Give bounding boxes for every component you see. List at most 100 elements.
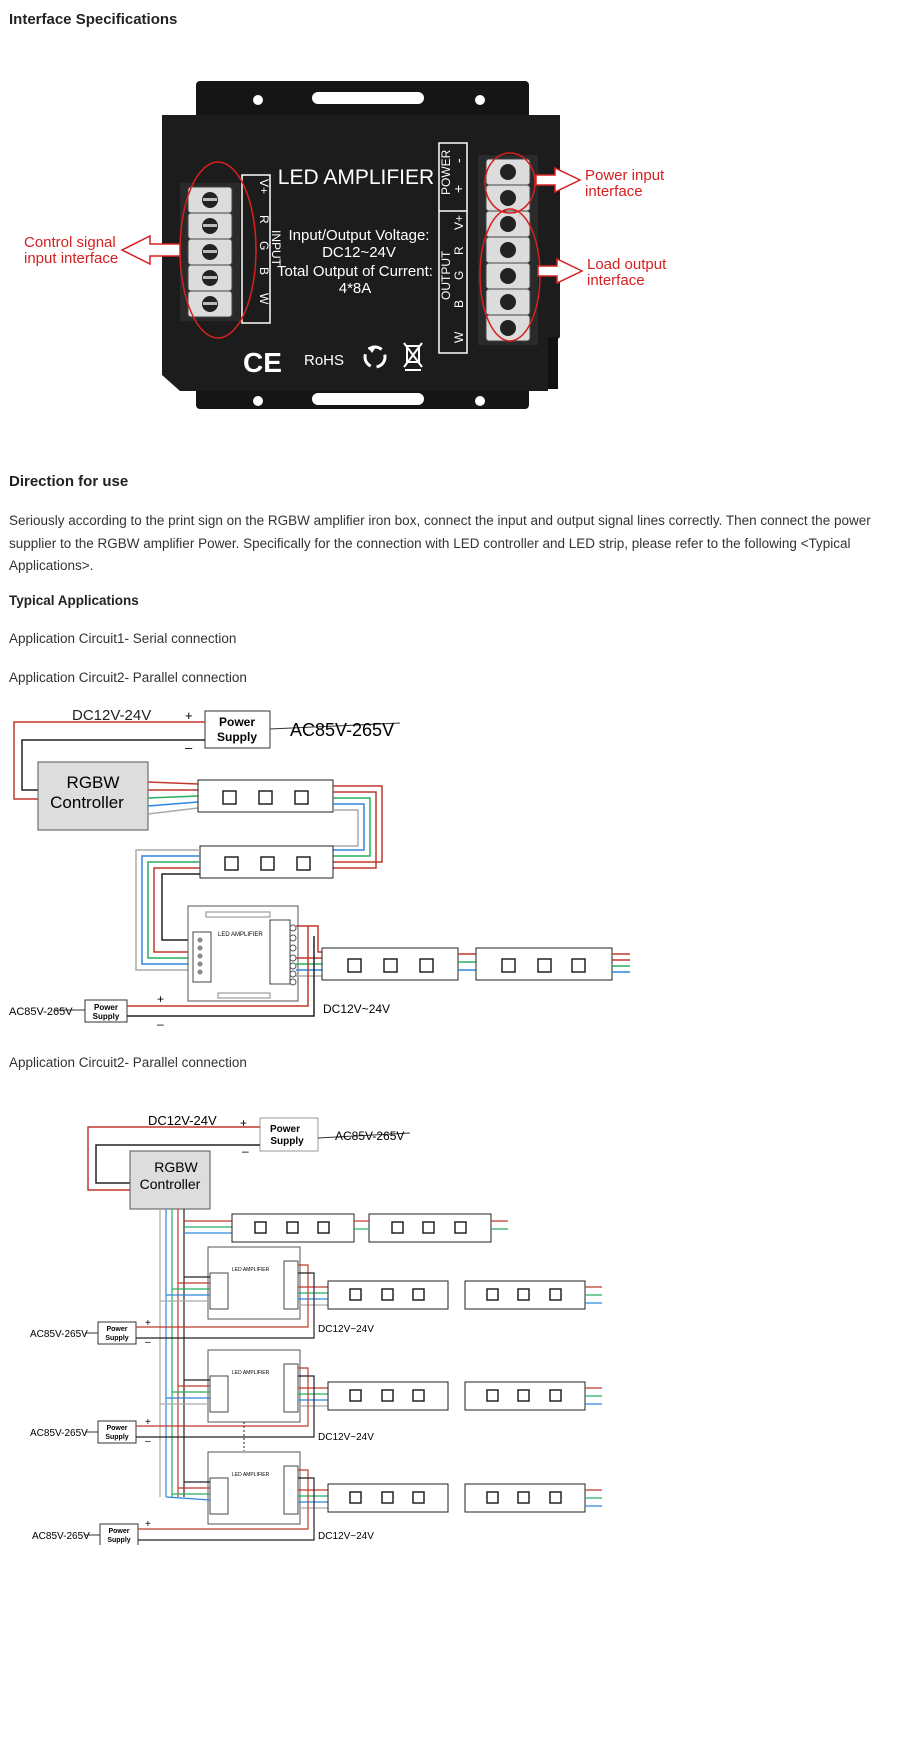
ac-voltage-label: AC85V-265V <box>290 720 394 740</box>
load-callout: Load output <box>587 256 667 273</box>
amplifier-row: LED AMPLIFIER AC85V-265V Power Supply DC… <box>32 1451 602 1545</box>
control-callout: Control signal <box>24 234 116 251</box>
recycle-icon <box>363 345 387 369</box>
plus-sign: + <box>145 1417 151 1428</box>
controller-label: Controller <box>50 793 124 812</box>
output-pin-label: R <box>452 246 466 255</box>
amplifier-label: LED AMPLIFIER <box>232 1267 270 1273</box>
load-arrow <box>537 257 584 285</box>
rgbw-controller <box>129 1150 211 1210</box>
product-spec-line: 4*8A <box>339 280 372 297</box>
product-spec-line: DC12~24V <box>322 244 396 261</box>
input-pin-label: W <box>257 293 271 305</box>
amplifier-label: LED AMPLIFIER <box>232 1472 270 1478</box>
serial-connection-diagram: DC12V-24V + – Power Supply AC85V-265V RG… <box>9 707 630 1031</box>
dc-voltage-label: DC12V~24V <box>318 1432 374 1443</box>
product-title: LED AMPLIFIER <box>278 166 434 189</box>
controller-label: Controller <box>140 1176 201 1192</box>
amplifier-box <box>207 1451 301 1525</box>
section-heading-direction: Direction for use <box>9 473 129 490</box>
output-pin-label: B <box>452 300 466 308</box>
mount-hole <box>253 95 263 105</box>
amplifier-box <box>207 1246 301 1320</box>
input-pin-label: V+ <box>257 179 271 194</box>
mount-hole <box>475 396 485 406</box>
circuit2-caption: Application Circuit2- Parallel connectio… <box>9 1055 247 1070</box>
power-supply-box <box>259 1117 319 1152</box>
power-group-label: POWER <box>439 149 453 195</box>
mount-slot <box>312 92 424 104</box>
product-photo: V+ R G B W INPUT LED AMPLIFIER Input/Out… <box>24 81 667 409</box>
dc-voltage-label: DC12V~24V <box>318 1324 374 1335</box>
minus-sign: – <box>157 1017 164 1031</box>
power-pin-label: + <box>450 185 466 193</box>
ac-voltage-label: AC85V-265V <box>30 1329 88 1340</box>
power-supply-label: Supply <box>217 730 257 744</box>
ac-voltage-label: AC85V-265V <box>32 1531 90 1542</box>
weee-bin-icon <box>403 342 423 371</box>
output-group-label: OUTPUT <box>439 250 453 300</box>
ac-voltage-label: AC85V-265V <box>335 1129 404 1143</box>
power-supply-box <box>97 1321 137 1345</box>
input-pin-label: G <box>257 241 271 250</box>
power-supply-label: Power <box>270 1124 300 1135</box>
plus-sign: + <box>240 1116 247 1130</box>
power-supply-box <box>97 1420 137 1444</box>
input-pin-label: R <box>257 215 271 224</box>
minus-sign: – <box>145 1337 151 1348</box>
output-pin-label: G <box>452 271 466 280</box>
control-callout: input interface <box>24 250 118 267</box>
power-supply-label: Power <box>94 1003 118 1012</box>
circuit2-caption: Application Circuit2- Parallel connectio… <box>9 670 247 685</box>
power-supply-label: Supply <box>105 1335 128 1342</box>
output-label-box <box>438 142 468 354</box>
load-callout: interface <box>587 272 645 289</box>
amplifier-row: LED AMPLIFIER AC85V-265V Power Supply DC… <box>30 1349 602 1447</box>
amplifier-body <box>162 115 560 391</box>
body-edge <box>548 337 558 389</box>
amplifier-label: LED AMPLIFIER <box>218 932 263 938</box>
product-spec-line: Input/Output Voltage: <box>289 227 430 244</box>
power-supply-label: Supply <box>93 1012 120 1021</box>
power-callout: Power input <box>585 167 665 184</box>
parallel-connection-diagram: DC12V-24V + – Power Supply AC85V-265V RG… <box>30 1113 602 1545</box>
section-heading-interface: Interface Specifications <box>9 11 178 28</box>
power-supply-box <box>84 999 128 1023</box>
input-label-box <box>241 174 271 324</box>
led-strip <box>464 1280 586 1310</box>
mount-hole <box>475 95 485 105</box>
amplifier-box <box>207 1349 301 1423</box>
power-supply-label: Power <box>106 1326 127 1333</box>
input-group-label: INPUT <box>269 230 283 267</box>
plus-sign: + <box>157 992 164 1006</box>
controller-label: RGBW <box>67 773 120 792</box>
mount-hole <box>253 396 263 406</box>
input-pin-label: B <box>257 267 271 275</box>
direction-paragraph: Seriously according to the print sign on… <box>9 513 871 573</box>
mount-slot <box>312 393 424 405</box>
plus-sign: + <box>145 1318 151 1329</box>
minus-sign: – <box>145 1436 151 1447</box>
power-supply-label: Supply <box>107 1537 130 1544</box>
minus-sign: – <box>242 1144 249 1158</box>
amplifier-box <box>187 905 299 1002</box>
plus-sign: + <box>185 708 193 723</box>
ce-mark: CE <box>243 347 282 378</box>
dc-voltage-label: DC12V-24V <box>72 707 151 724</box>
minus-sign: – <box>185 740 193 755</box>
dc-voltage-label: DC12V~24V <box>318 1531 374 1542</box>
power-supply-label: Power <box>106 1425 127 1432</box>
section-heading-typical: Typical Applications <box>9 593 139 608</box>
amplifier-row: LED AMPLIFIER AC85V-265V Power Supply DC… <box>30 1246 602 1348</box>
ac-voltage-label: AC85V-265V <box>30 1428 88 1439</box>
power-supply-label: Supply <box>270 1136 304 1147</box>
power-supply-label: Supply <box>105 1434 128 1441</box>
power-pin-label: - <box>450 158 466 163</box>
dc-voltage-label: DC12V~24V <box>323 1002 390 1016</box>
power-supply-label: Power <box>219 715 255 729</box>
power-supply-box <box>99 1523 139 1545</box>
power-supply-label: Power <box>108 1528 129 1535</box>
product-spec-line: Total Output of Current: <box>277 263 433 280</box>
power-arrow <box>535 166 582 194</box>
input-screw-slots <box>203 198 217 305</box>
